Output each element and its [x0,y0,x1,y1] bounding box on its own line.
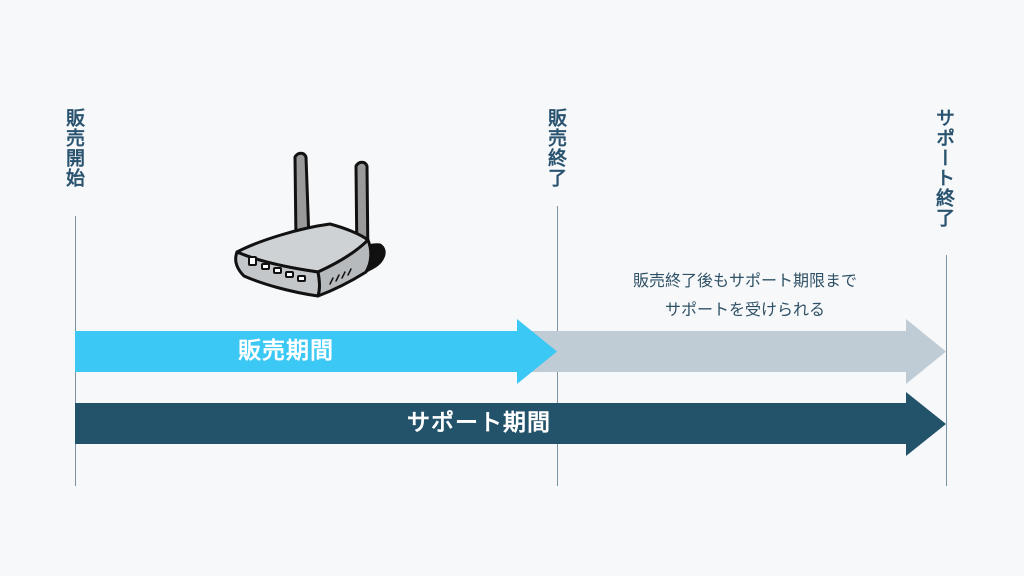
sales-period-label: 販売期間 [238,338,334,364]
support-note-line-2: サポートを受けられる [664,300,825,319]
wifi-router-icon [234,151,386,298]
support-period-label: サポート期間 [407,410,551,436]
support-note-line-1: 販売終了後もサポート期限まで [632,271,857,290]
support-end-label: サポート終了 [933,108,955,228]
support-note: 販売終了後もサポート期限まで サポートを受けられる [590,266,900,324]
extended-support-arrow [520,319,946,384]
support-end-line [946,255,947,486]
sales-end-label: 販売終了 [545,108,567,188]
sales-start-label: 販売開始 [63,108,85,188]
support-period-arrow [75,392,946,456]
sales-period-arrow [75,319,557,384]
